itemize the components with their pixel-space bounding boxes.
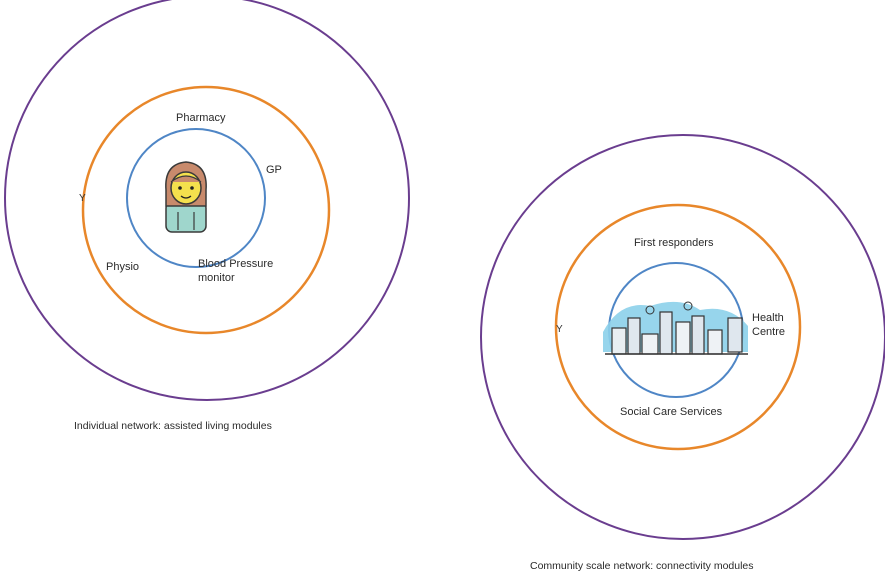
individual-outer-mark: Y xyxy=(79,193,86,204)
label-pharmacy: Pharmacy xyxy=(176,112,226,124)
community-network xyxy=(480,134,885,540)
community-outer-ring xyxy=(480,134,885,540)
label-physio: Physio xyxy=(106,261,140,273)
label-health-centre: Health Centre xyxy=(752,312,786,338)
individual-network xyxy=(4,0,410,401)
community-outer-mark: Y xyxy=(556,324,563,335)
individual-outer-ring xyxy=(4,0,410,401)
individual-network-caption: Individual network: assisted living modu… xyxy=(74,420,272,432)
label-social-care-services: Social Care Services xyxy=(620,406,723,418)
label-first-responders: First responders xyxy=(634,237,714,249)
community-network-caption: Community scale network: connectivity mo… xyxy=(530,560,754,572)
person-avatar-icon xyxy=(165,161,207,233)
city-skyline-icon xyxy=(603,301,748,355)
label-blood-pressure-monitor: Blood Pressure monitor xyxy=(198,258,274,284)
community-middle-ring xyxy=(554,203,802,451)
individual-inner-ring xyxy=(126,128,266,268)
label-gp: GP xyxy=(266,164,282,176)
individual-middle-ring xyxy=(81,85,331,335)
